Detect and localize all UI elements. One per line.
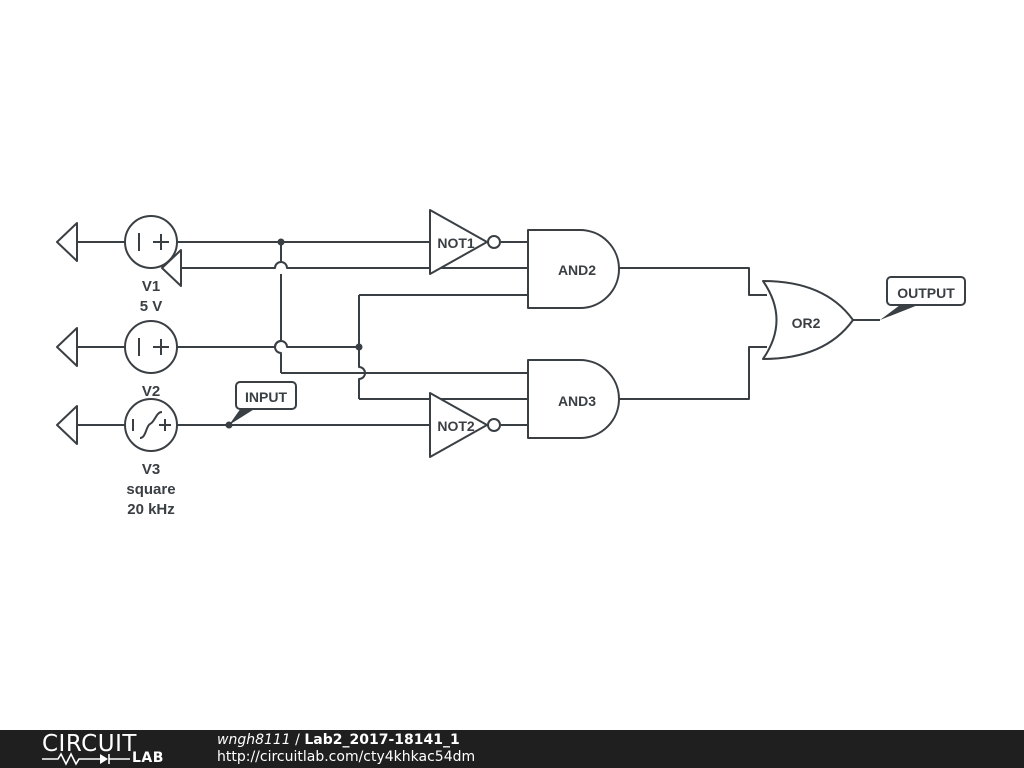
dc-source-v2[interactable] — [124, 320, 178, 374]
author-link[interactable]: wngh8111 — [217, 732, 291, 748]
not-gate-not1[interactable] — [429, 209, 501, 275]
ground-symbol-v3 — [56, 405, 125, 445]
v3-label: V3 — [142, 461, 160, 478]
net-label-input[interactable]: INPUT — [229, 381, 297, 425]
v1-label: V1 — [142, 278, 160, 295]
square-source-v3[interactable] — [124, 398, 178, 452]
circuit-title[interactable]: Lab2_2017-18141_1 — [304, 732, 460, 748]
ground-symbol-v1 — [56, 222, 125, 262]
input-label-text: INPUT — [245, 389, 287, 405]
ground-symbol-v2 — [56, 327, 125, 367]
v3-frequency: 20 kHz — [127, 501, 175, 518]
circuitlab-logo[interactable]: CIRCUIT LAB — [42, 730, 177, 768]
junction-dot — [355, 343, 363, 351]
title-separator: / — [290, 732, 305, 748]
not1-label: NOT1 — [437, 235, 475, 251]
and-gate-and3[interactable] — [527, 359, 620, 439]
logo-top-text: CIRCUIT — [42, 731, 137, 757]
wires — [161, 241, 880, 426]
circuit-schematic: V1 5 V V2 V3 square 20 kHz — [56, 209, 966, 518]
junction-dot — [277, 238, 285, 246]
output-label-text: OUTPUT — [897, 285, 955, 301]
v1-value: 5 V — [140, 298, 163, 315]
circuit-url[interactable]: http://circuitlab.com/cty4khkac54dm — [217, 749, 476, 765]
and3-label: AND3 — [558, 393, 596, 409]
v2-label: V2 — [142, 383, 160, 400]
and2-label: AND2 — [558, 262, 596, 278]
not2-label: NOT2 — [437, 418, 475, 434]
footer-credit: wngh8111 / Lab2_2017-18141_1 http://circ… — [217, 732, 475, 766]
or-gate-or2[interactable] — [762, 280, 854, 360]
and-gate-and2[interactable] — [527, 229, 620, 309]
net-label-output[interactable]: OUTPUT — [880, 276, 966, 320]
not-gate-not2[interactable] — [429, 392, 501, 458]
or2-label: OR2 — [792, 315, 821, 331]
resistor-diode-icon — [42, 752, 130, 766]
logo-bottom-text: LAB — [132, 750, 164, 766]
v3-waveform: square — [126, 481, 175, 498]
footer-bar: CIRCUIT LAB wngh8111 / Lab2_2017-18141_1… — [0, 730, 1024, 768]
